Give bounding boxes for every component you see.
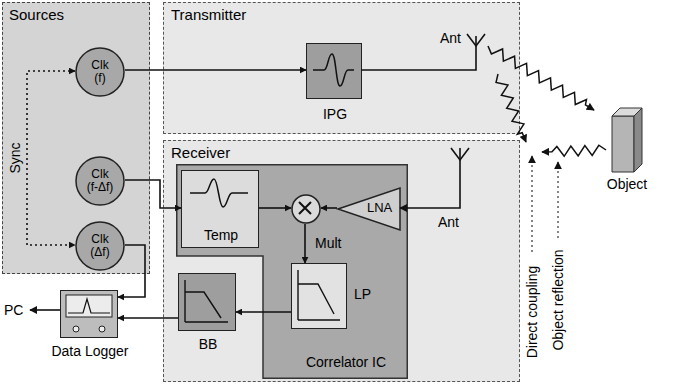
template-box-label: Temp <box>204 227 238 243</box>
radio-wave <box>496 74 526 142</box>
logger-screen <box>66 295 112 317</box>
pulse-generator: IPG <box>306 43 362 99</box>
object-face <box>634 108 642 172</box>
multiplier: Mult <box>291 194 321 224</box>
logger-knob <box>99 326 105 332</box>
clock-source-label: Clk (Δf) <box>75 233 125 259</box>
clock-source: Clk (f) <box>75 47 125 97</box>
antenna-wire <box>400 148 460 208</box>
signal-connector <box>118 317 178 319</box>
signal-connector <box>125 69 306 71</box>
clock-source-label: Clk (f-Δf) <box>75 168 125 194</box>
data-logger-label: Data Logger <box>51 343 128 359</box>
signal-connector <box>304 224 306 263</box>
clock-source: Clk (Δf) <box>75 221 125 271</box>
clock-source-label: Clk (f) <box>75 59 125 85</box>
object-face <box>612 116 634 172</box>
signal-connector <box>118 245 145 297</box>
leader-line <box>531 156 532 252</box>
circle-outline <box>76 157 124 205</box>
pulse-generator-label: IPG <box>323 106 347 122</box>
signal-connector <box>236 311 291 313</box>
object: Object <box>612 108 642 172</box>
object-outline <box>612 108 642 172</box>
object-label: Object <box>607 176 647 192</box>
antenna-label: Ant <box>440 30 461 46</box>
signal-connector <box>27 71 75 245</box>
correlator-ic-label: Correlator IC <box>306 354 386 370</box>
pulse-symbol <box>190 179 248 207</box>
antenna-wire <box>361 36 476 70</box>
output-arrow <box>30 309 60 311</box>
leader-line <box>557 162 558 238</box>
lowpass-symbol <box>298 270 340 320</box>
radio-wave <box>542 145 606 156</box>
radio-wave <box>488 46 594 110</box>
signal-connector <box>321 207 337 209</box>
triangle-outline <box>338 188 400 230</box>
amplifier-triangle-label: LNA <box>367 201 392 216</box>
logger-trace <box>68 299 110 313</box>
multiplier-cross <box>299 202 311 214</box>
circle-outline <box>76 48 124 96</box>
panel-label: Sources <box>9 6 64 23</box>
data-logger: Data Logger <box>60 290 118 338</box>
filter-box-label: BB <box>199 336 218 352</box>
panel: TransmitterIPG <box>163 2 520 134</box>
antenna-symbol <box>451 148 469 160</box>
panel: ReceiverCorrelator ICTempMultLNALPBB <box>163 140 520 382</box>
filter-box-label: LP <box>354 286 371 302</box>
panel-label: Receiver <box>171 144 230 161</box>
template-box: Temp <box>181 170 259 248</box>
path-label: Direct coupling <box>524 266 540 359</box>
amplifier-triangle: LNA <box>337 187 401 231</box>
antenna-label: Ant <box>438 214 459 230</box>
signal-connector <box>259 207 291 209</box>
lowpass-symbol <box>185 280 228 322</box>
sync-label: Sync <box>7 142 23 173</box>
multiplier-outline <box>291 194 321 224</box>
clock-source: Clk (f-Δf) <box>75 156 125 206</box>
multiplier-label: Mult <box>315 235 341 251</box>
filter-box: LP <box>291 263 347 329</box>
antenna-symbol <box>467 34 485 46</box>
circle-outline <box>292 195 320 223</box>
filter-box: BB <box>178 273 236 331</box>
path-label: Object reflection <box>550 249 566 350</box>
panel-label: Transmitter <box>171 6 246 23</box>
circle-outline <box>76 222 124 270</box>
logger-knob <box>73 326 79 332</box>
ic-outline <box>177 165 408 379</box>
port-label: PC <box>4 302 23 318</box>
panel: SourcesClk (f) Clk (f-Δf) Clk (Δf) <box>2 2 150 274</box>
pulse-symbol <box>313 54 354 86</box>
signal-connector <box>125 180 181 208</box>
